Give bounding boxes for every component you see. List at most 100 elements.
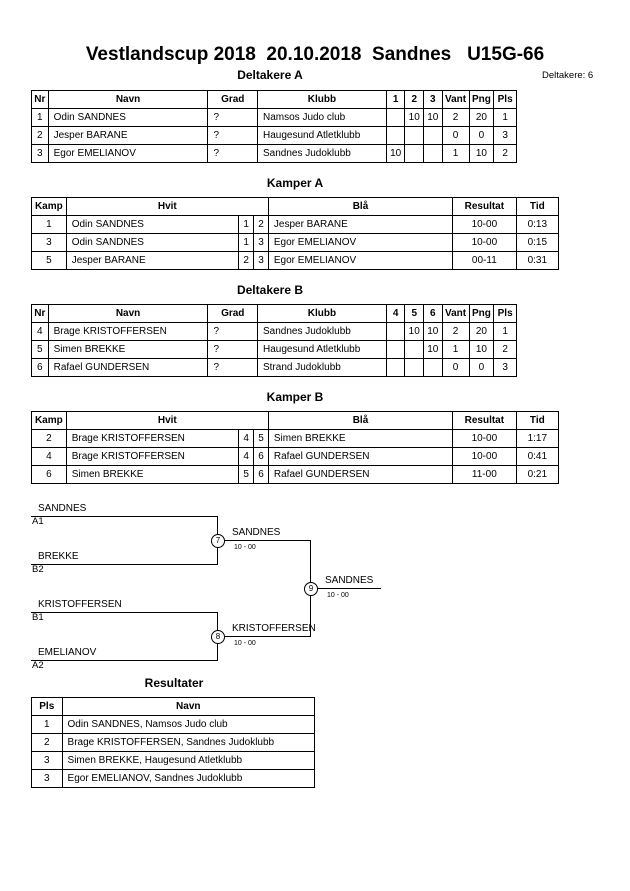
- col-blue: Blå: [267, 197, 454, 216]
- cell-grade: ?: [207, 358, 258, 377]
- cell-name: Odin SANDNES, Namsos Judo club: [61, 715, 316, 734]
- col-score-2: 2: [404, 90, 425, 109]
- col-name: Navn: [61, 697, 316, 716]
- cell-white-nr: 2: [238, 251, 255, 270]
- cell-time: 0:15: [515, 233, 560, 252]
- cell-score: 10: [423, 340, 443, 359]
- sf1-bottom-pos: B2: [32, 564, 44, 575]
- table-row: 3 Simen BREKKE, Haugesund Atletklubb: [31, 751, 316, 770]
- cell-won: 0: [441, 358, 470, 377]
- cell-place: 2: [31, 733, 63, 752]
- sf1-top-name: SANDNES: [38, 503, 87, 514]
- table-row: 1 Odin SANDNES ? Namsos Judo club 10 10 …: [31, 108, 517, 127]
- pool-a-title: Deltakere A: [237, 68, 303, 82]
- cell-name: Odin SANDNES: [47, 108, 209, 127]
- table-row: 2 Brage KRISTOFFERSEN, Sandnes Judoklubb: [31, 733, 316, 752]
- table-row: 6 Simen BREKKE 5 6 Rafael GUNDERSEN 11-0…: [31, 465, 560, 484]
- cell-score: [423, 126, 443, 145]
- cell-score: [385, 108, 406, 127]
- cell-points: 10: [468, 340, 495, 359]
- matches-b-table: Kamp Hvit Blå Resultat Tid 2 Brage KRIST…: [31, 411, 560, 484]
- final-result: 10 - 00: [327, 592, 349, 599]
- match-number-badge: 7: [211, 534, 225, 548]
- cell-points: 20: [468, 108, 495, 127]
- bracket-line: [31, 564, 218, 565]
- cell-grade: ?: [207, 108, 258, 127]
- bracket-line: [31, 660, 218, 661]
- table-row: 1 Odin SANDNES, Namsos Judo club: [31, 715, 316, 734]
- cell-time: 0:31: [515, 251, 560, 270]
- cell-score: [423, 144, 443, 163]
- cell-time: 0:41: [515, 447, 560, 466]
- cell-white-nr: 1: [238, 233, 255, 252]
- matches-b-title: Kamper B: [266, 390, 324, 404]
- cell-match: 4: [31, 447, 67, 466]
- col-won: Vant: [441, 304, 470, 323]
- cell-white: Brage KRISTOFFERSEN: [65, 447, 240, 466]
- bracket-line: [310, 588, 381, 589]
- cell-place: 3: [493, 358, 517, 377]
- page-title: Vestlandscup 2018 20.10.2018 Sandnes U15…: [85, 44, 545, 65]
- cell-name: Jesper BARANE: [47, 126, 209, 145]
- cell-match: 1: [31, 215, 67, 234]
- cell-score: 10: [423, 322, 443, 341]
- cell-nr: 4: [31, 322, 49, 341]
- cell-club: Strand Judoklubb: [256, 358, 387, 377]
- cell-club: Haugesund Atletklubb: [256, 126, 387, 145]
- col-place: Pls: [31, 697, 63, 716]
- cell-white: Simen BREKKE: [65, 465, 240, 484]
- cell-white-nr: 5: [238, 465, 255, 484]
- cell-club: Sandnes Judoklubb: [256, 322, 387, 341]
- results-header-row: Pls Navn: [31, 697, 316, 716]
- cell-points: 0: [468, 358, 495, 377]
- cell-match: 2: [31, 429, 67, 448]
- col-time: Tid: [515, 411, 560, 430]
- col-result: Resultat: [452, 411, 517, 430]
- cell-score: [385, 126, 406, 145]
- col-score-5: 5: [404, 304, 425, 323]
- sf2-result: 10 - 00: [234, 640, 256, 647]
- matches-a-table: Kamp Hvit Blå Resultat Tid 1 Odin SANDNE…: [31, 197, 560, 270]
- cell-blue: Rafael GUNDERSEN: [267, 465, 454, 484]
- cell-points: 20: [468, 322, 495, 341]
- table-row: 2 Jesper BARANE ? Haugesund Atletklubb 0…: [31, 126, 517, 145]
- col-match: Kamp: [31, 411, 67, 430]
- col-score-4: 4: [385, 304, 406, 323]
- cell-name: Brage KRISTOFFERSEN, Sandnes Judoklubb: [61, 733, 316, 752]
- cell-blue-nr: 5: [253, 429, 269, 448]
- cell-blue: Simen BREKKE: [267, 429, 454, 448]
- table-row: 3 Egor EMELIANOV ? Sandnes Judoklubb 10 …: [31, 144, 517, 163]
- table-row: 5 Jesper BARANE 2 3 Egor EMELIANOV 00-11…: [31, 251, 560, 270]
- cell-name: Simen BREKKE: [47, 340, 209, 359]
- sf1-top-pos: A1: [32, 516, 44, 527]
- bracket-line: [31, 612, 218, 613]
- col-blue: Blå: [267, 411, 454, 430]
- cell-points: 0: [468, 126, 495, 145]
- cell-score: [404, 144, 425, 163]
- cell-white: Jesper BARANE: [65, 251, 240, 270]
- cell-result: 10-00: [452, 233, 517, 252]
- table-row: 6 Rafael GUNDERSEN ? Strand Judoklubb 0 …: [31, 358, 517, 377]
- cell-white: Odin SANDNES: [65, 215, 240, 234]
- pool-a-header-row: Nr Navn Grad Klubb 1 2 3 Vant Png Pls: [31, 90, 517, 109]
- cell-white-nr: 4: [238, 447, 255, 466]
- cell-place: 3: [31, 769, 63, 788]
- final-winner: SANDNES: [325, 575, 374, 586]
- cell-place: 1: [31, 715, 63, 734]
- sf1-winner: SANDNES: [232, 527, 281, 538]
- cell-white: Odin SANDNES: [65, 233, 240, 252]
- cell-time: 1:17: [515, 429, 560, 448]
- matches-a-header-row: Kamp Hvit Blå Resultat Tid: [31, 197, 560, 216]
- bracket-line: [217, 540, 311, 541]
- cell-name: Brage KRISTOFFERSEN: [47, 322, 209, 341]
- pool-b-title: Deltakere B: [236, 283, 304, 297]
- col-points: Png: [468, 304, 495, 323]
- cell-white-nr: 1: [238, 215, 255, 234]
- cell-blue-nr: 6: [253, 447, 269, 466]
- cell-time: 0:13: [515, 215, 560, 234]
- col-place: Pls: [493, 304, 517, 323]
- cell-place: 3: [493, 126, 517, 145]
- cell-score: 10: [385, 144, 406, 163]
- cell-score: 10: [404, 322, 425, 341]
- cell-name: Egor EMELIANOV: [47, 144, 209, 163]
